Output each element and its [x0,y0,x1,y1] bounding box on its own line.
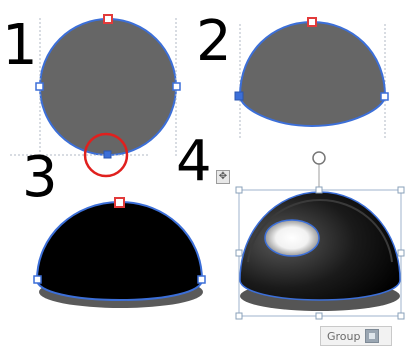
resize-handle[interactable] [315,312,323,320]
shape-1-circle[interactable] [10,14,181,178]
resize-handle-right[interactable] [197,275,206,284]
step-number-1: 1 [2,13,38,78]
group-badge[interactable]: Group [320,326,392,346]
resize-handle-left[interactable] [234,91,244,101]
rotation-handle[interactable] [307,17,317,27]
resize-handle-bottom[interactable] [103,150,112,159]
resize-handle[interactable] [235,312,243,320]
resize-handle[interactable] [397,249,405,257]
move-icon[interactable]: ✥ [216,170,230,184]
resize-handle[interactable] [235,186,243,194]
resize-handle[interactable] [235,249,243,257]
shape-3-dome[interactable] [33,197,206,308]
group-icon [364,329,379,343]
group-label: Group [327,329,361,343]
glare [264,219,320,257]
resize-handle[interactable] [397,186,405,194]
highlight-circle [83,132,129,178]
resize-handle-left[interactable] [33,275,42,284]
step-number-4: 4 [176,129,212,194]
resize-handle-left[interactable] [35,82,44,91]
step-number-2: 2 [196,9,232,74]
resize-handle[interactable] [397,312,405,320]
rotation-handle[interactable] [114,197,125,208]
rotate-handle[interactable] [312,151,326,165]
step-number-3: 3 [22,145,58,210]
rotation-handle[interactable] [103,14,113,24]
resize-handle[interactable] [315,186,323,194]
shape-4-group[interactable] [235,151,405,320]
resize-handle-right[interactable] [380,92,389,101]
shape-2-dome[interactable] [234,17,389,140]
resize-handle-right[interactable] [172,82,181,91]
